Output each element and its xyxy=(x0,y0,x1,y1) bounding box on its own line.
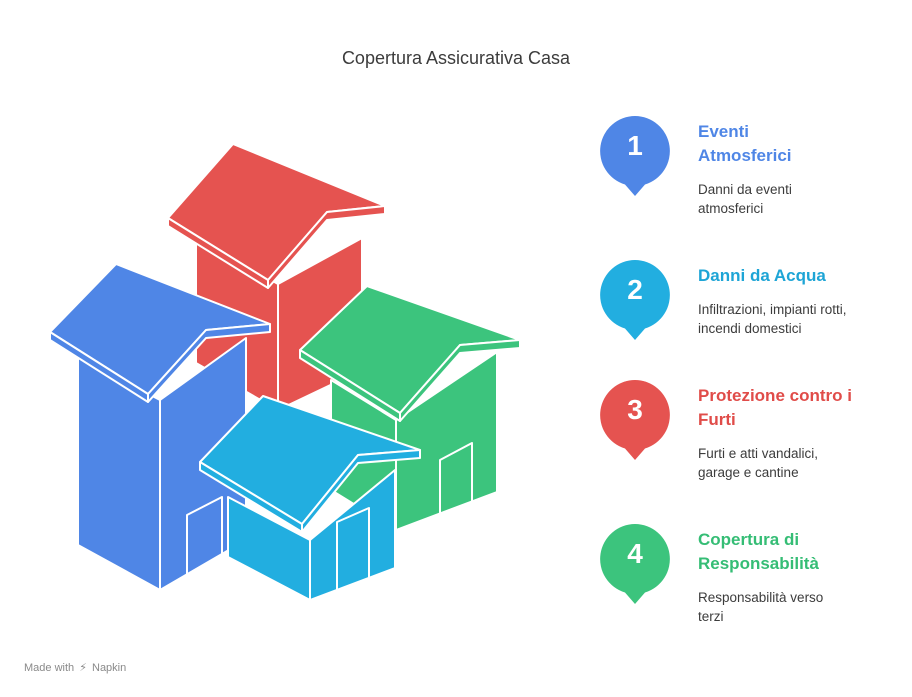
pin-marker-3: 3 xyxy=(600,380,670,462)
brand-label: Napkin xyxy=(92,662,127,674)
footer-attribution: Made with ⚡ Napkin xyxy=(24,661,126,674)
pin-number-1: 1 xyxy=(627,130,643,161)
item-description-2: Infiltrazioni, impianti rotti, incendi d… xyxy=(698,302,847,336)
red-house xyxy=(167,143,386,411)
item-description-1: Danni da eventi atmosferici xyxy=(698,182,792,216)
pin-number-4: 4 xyxy=(627,538,643,569)
item-title-3: Protezione contro i Furti xyxy=(698,386,852,429)
item-title-1: Eventi Atmosferici xyxy=(698,122,792,165)
item-title-4: Copertura di Responsabilità xyxy=(698,530,819,573)
cyan-house xyxy=(199,395,421,601)
item-description-3: Furti e atti vandalici, garage e cantine xyxy=(698,446,819,480)
diagram-title: Copertura Assicurativa Casa xyxy=(341,48,571,68)
made-with-label: Made with xyxy=(24,662,75,674)
pin-marker-1: 1 xyxy=(600,116,670,198)
pin-marker-4: 4 xyxy=(600,524,670,606)
pin-number-3: 3 xyxy=(627,394,643,425)
napkin-logo-icon: ⚡ xyxy=(79,662,87,674)
pin-marker-2: 2 xyxy=(600,260,670,342)
pin-number-2: 2 xyxy=(627,274,643,305)
item-title-2: Danni da Acqua xyxy=(698,266,826,285)
item-description-4: Responsabilità verso terzi xyxy=(698,590,824,624)
